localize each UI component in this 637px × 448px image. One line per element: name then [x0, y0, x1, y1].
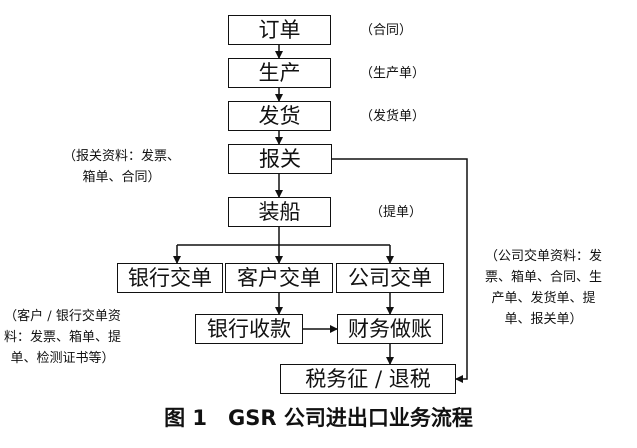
customer-bank-docs-note: （客户 / 银行交单资 料：发票、箱单、提 单、检测证书等） — [4, 306, 121, 369]
delivery-note: （发货单） — [360, 109, 426, 124]
company-docs-line: （公司交单资料：发 — [485, 249, 603, 264]
tax-refund-box: 税务征 / 退税 — [280, 364, 456, 394]
bank-settlement-box: 银行交单 — [117, 263, 223, 293]
customer-bank-docs-line: 单、检测证书等） — [10, 351, 115, 366]
customer-bank-docs-line: （客户 / 银行交单资 — [4, 309, 121, 324]
customs-docs-line: （报关资料：发票、 — [63, 149, 181, 164]
company-settlement-box: 公司交单 — [336, 263, 444, 293]
production-box: 生产 — [228, 58, 331, 88]
customer-settlement-box: 客户交单 — [225, 263, 333, 293]
bank-receipt-box: 银行收款 — [195, 314, 303, 344]
customs-box: 报关 — [228, 144, 332, 174]
loading-box: 装船 — [228, 197, 331, 227]
customs-docs-line: 箱单、合同） — [82, 170, 161, 185]
order-box: 订单 — [228, 15, 331, 45]
production-order-note: （生产单） — [360, 66, 426, 81]
arrow-customs-to-tax — [332, 158, 468, 383]
company-docs-line: 单、报关单） — [504, 312, 583, 327]
company-docs-note: （公司交单资料：发 票、箱单、合同、生 产单、发货单、提 单、报关单） — [485, 246, 602, 330]
company-docs-line: 票、箱单、合同、生 — [485, 270, 603, 285]
bill-of-lading-note: （提单） — [370, 205, 423, 220]
customer-bank-docs-line: 料：发票、箱单、提 — [4, 330, 122, 345]
finance-booking-box: 财务做账 — [337, 314, 443, 344]
customs-docs-note: （报关资料：发票、 箱单、合同） — [63, 146, 180, 188]
company-docs-line: 产单、发货单、提 — [491, 291, 596, 306]
shipping-box: 发货 — [228, 101, 331, 131]
figure-caption: 图 1 GSR 公司进出口业务流程 — [164, 406, 473, 430]
contract-note: （合同） — [360, 23, 413, 38]
